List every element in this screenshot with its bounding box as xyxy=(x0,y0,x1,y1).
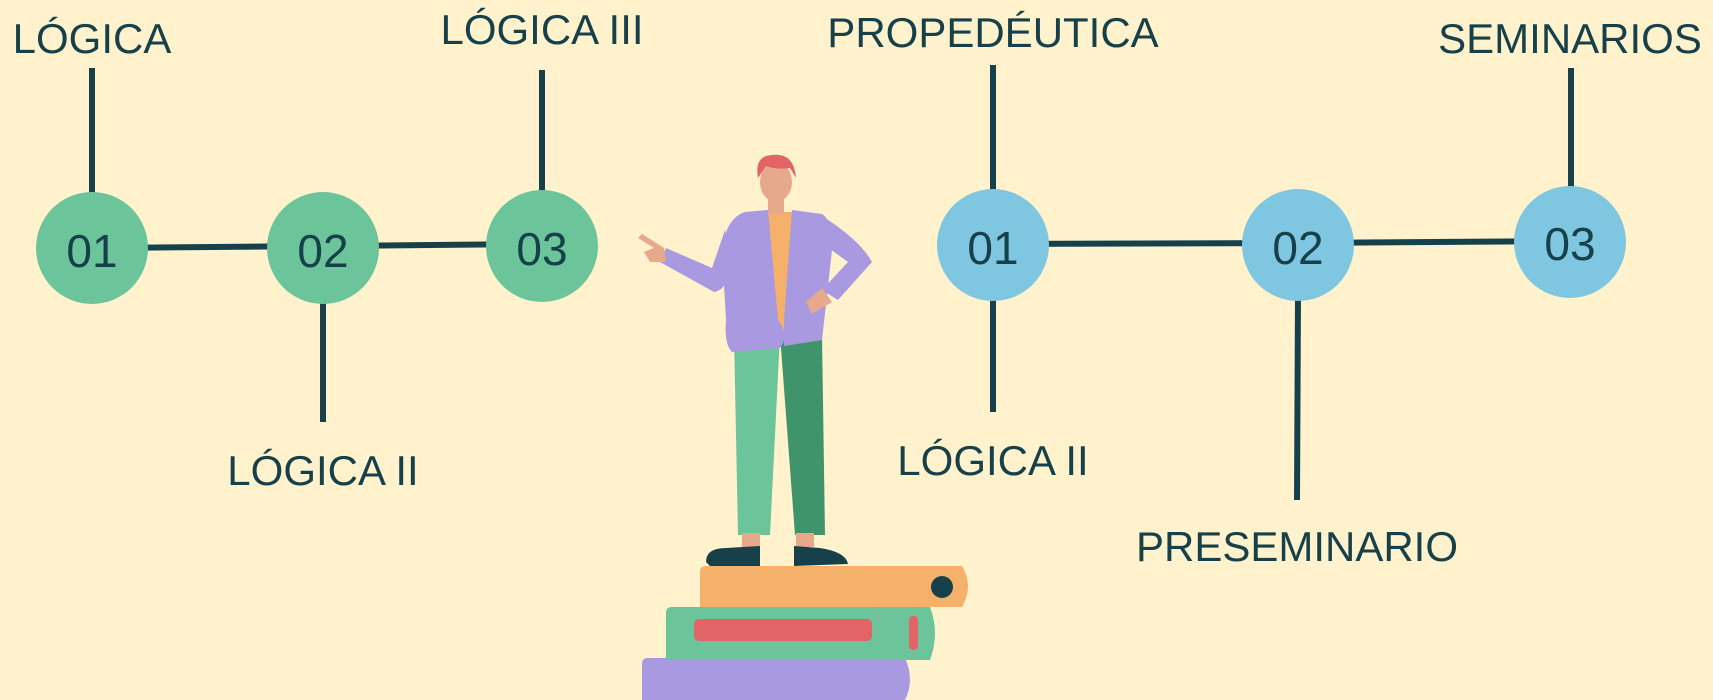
person-hip-hand xyxy=(806,288,832,314)
book-green-stripe xyxy=(694,619,872,641)
person-jacket xyxy=(722,210,785,352)
left-node-02-label: LÓGICA II xyxy=(227,447,419,494)
books-stack-illustration xyxy=(642,566,968,700)
book-orange-dot xyxy=(931,576,953,598)
right-node-02-number: 02 xyxy=(1272,222,1324,274)
person-illustration xyxy=(638,154,872,566)
right-node-03-circle xyxy=(1514,186,1626,298)
left-node-01-number: 01 xyxy=(66,225,118,277)
person-jacket-right xyxy=(784,210,833,346)
person-right-leg xyxy=(780,335,825,535)
right-node-01-label-top: PROPEDÉUTICA xyxy=(827,9,1159,56)
right-stem-02 xyxy=(1294,294,1301,501)
left-node-03-circle xyxy=(486,190,598,302)
person-hip-arm xyxy=(822,216,872,300)
left-node-02-circle xyxy=(267,192,379,304)
left-node-02-number: 02 xyxy=(297,225,349,277)
person-face xyxy=(760,162,792,202)
left-node-01-label: LÓGICA xyxy=(12,15,172,62)
person-left-leg xyxy=(734,335,780,535)
person-hair xyxy=(757,154,796,178)
person-pointing-arm xyxy=(660,230,732,292)
left-node-01-circle xyxy=(36,192,148,304)
person-left-shoe xyxy=(706,546,760,566)
person-right-shoe xyxy=(794,546,848,566)
left-node-03-number: 03 xyxy=(516,223,568,275)
left-node-03-label: LÓGICA III xyxy=(440,6,644,53)
right-node-01-circle xyxy=(937,189,1049,301)
right-node-03-number: 03 xyxy=(1544,218,1596,270)
book-orange xyxy=(700,566,968,607)
person-pointing-hand xyxy=(638,234,666,262)
right-node-01-number: 01 xyxy=(967,222,1019,274)
right-node-03-label: SEMINARIOS xyxy=(1438,15,1702,62)
right-node-01-label-bottom: LÓGICA II xyxy=(897,437,1089,484)
book-purple xyxy=(642,658,910,700)
book-green-mark xyxy=(909,616,918,650)
right-node-02-label: PRESEMINARIO xyxy=(1135,523,1459,570)
person-right-ankle xyxy=(796,533,814,547)
person-left-ankle xyxy=(742,533,760,547)
right-node-02-circle xyxy=(1242,189,1354,301)
